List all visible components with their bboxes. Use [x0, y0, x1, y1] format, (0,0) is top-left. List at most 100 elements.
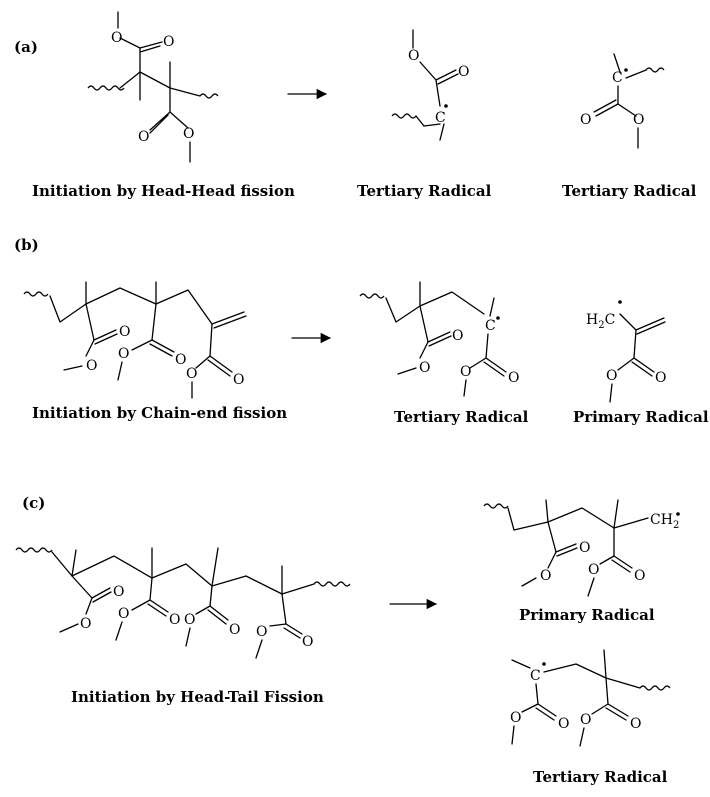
- bond: [609, 383, 613, 403]
- bond: [85, 339, 95, 357]
- bond: [195, 605, 211, 615]
- wavy-bond: [483, 503, 509, 509]
- bond: [169, 87, 201, 97]
- oxygen-atom: O: [119, 324, 130, 340]
- oxygen-atom: O: [229, 622, 240, 638]
- backbone: [51, 551, 315, 595]
- bond: [625, 69, 647, 79]
- oxygen-atom: O: [452, 328, 463, 344]
- product-label: Tertiary Radical: [533, 768, 668, 786]
- ch2-group: CH2: [650, 512, 679, 531]
- wavy-bond: [23, 291, 49, 297]
- bond: [547, 551, 557, 569]
- oxygen-atom: O: [419, 360, 430, 376]
- wavy-bond: [313, 581, 351, 587]
- wavy-bond: [359, 293, 385, 299]
- oxygen-atom: O: [558, 716, 569, 732]
- radical-dot: [444, 104, 448, 108]
- oxygen-atom: O: [633, 112, 644, 128]
- oxygen-atom: O: [183, 126, 194, 142]
- caption-head-tail: Initiation by Head-Tail Fission: [71, 688, 324, 706]
- bond: [521, 577, 537, 587]
- bond: [211, 311, 245, 325]
- bond: [209, 323, 213, 357]
- bond: [435, 79, 441, 107]
- backbone: [49, 287, 213, 325]
- oxygen-atom: O: [163, 34, 174, 50]
- oxygen-atom: O: [186, 366, 197, 382]
- caption-chain-end: Initiation by Chain-end fission: [32, 404, 287, 422]
- panel-b-reactant: O O O O O O: [23, 281, 247, 399]
- bond: [207, 359, 231, 377]
- bond: [611, 559, 631, 573]
- bond: [119, 37, 141, 49]
- bond: [213, 315, 247, 329]
- bond: [63, 365, 83, 371]
- bond: [119, 71, 141, 89]
- bond: [439, 123, 445, 141]
- panel-c-product-2: C O O O O: [510, 649, 671, 747]
- panel-c: (c) O O O O O: [15, 494, 680, 786]
- bond: [419, 341, 429, 359]
- bond: [427, 331, 451, 343]
- bond: [147, 603, 167, 617]
- oxygen-atom: O: [175, 352, 186, 368]
- product-label: Tertiary Radical: [562, 182, 697, 200]
- panel-a: (a) O O O O O: [14, 11, 697, 200]
- oxygen-atom: O: [458, 64, 469, 80]
- bond: [419, 305, 429, 343]
- radical-dot: [618, 300, 622, 304]
- panel-a-reactant: O O O O: [87, 11, 219, 163]
- panel-a-product-1: O O C: [391, 29, 469, 141]
- bond: [283, 627, 301, 639]
- bond: [139, 41, 163, 49]
- bond: [423, 123, 441, 127]
- wavy-bond: [639, 685, 671, 691]
- bond: [633, 357, 655, 373]
- oxygen-atom: O: [138, 129, 149, 145]
- oxygen-atom: O: [655, 370, 666, 386]
- backbone: [507, 507, 649, 531]
- bond: [91, 587, 111, 599]
- panel-b-product-1: C O O O O: [359, 281, 519, 397]
- bond: [489, 297, 495, 317]
- bond: [131, 339, 153, 351]
- oxygen-atom: O: [256, 624, 267, 640]
- bond: [269, 623, 287, 627]
- bond: [511, 725, 515, 745]
- oxygen-atom: O: [606, 368, 617, 384]
- bond: [151, 339, 175, 353]
- bond: [85, 597, 93, 615]
- panel-c-product-1: CH2 O O O O: [483, 499, 680, 597]
- bond: [92, 591, 112, 603]
- bond: [587, 577, 595, 597]
- oxygen-atom: O: [169, 612, 180, 628]
- bond: [633, 329, 637, 359]
- bond: [397, 367, 417, 375]
- bond: [117, 361, 123, 381]
- bond: [185, 627, 191, 647]
- bond: [469, 357, 487, 369]
- panel-a-product-2: C O O: [580, 53, 665, 149]
- bond: [485, 333, 489, 359]
- wavy-bond: [391, 113, 417, 119]
- oxygen-atom: O: [408, 48, 419, 64]
- oxygen-atom: O: [508, 370, 519, 386]
- bond: [635, 317, 665, 331]
- ch2-group: H2C: [586, 312, 615, 331]
- bond: [463, 379, 467, 397]
- bond: [415, 115, 425, 127]
- product-label: Primary Radical: [519, 606, 655, 624]
- oxygen-atom: O: [118, 346, 129, 362]
- bond: [613, 53, 621, 73]
- bond: [521, 703, 539, 713]
- bond: [511, 659, 531, 669]
- oxygen-atom: O: [540, 568, 551, 584]
- bond: [149, 114, 169, 134]
- oxygen-atom: O: [118, 606, 129, 622]
- wavy-bond: [199, 93, 219, 99]
- oxygen-atom: O: [86, 358, 97, 374]
- radical-dot: [542, 662, 546, 666]
- panel-c-reactant: O O O O O O O O: [15, 547, 351, 659]
